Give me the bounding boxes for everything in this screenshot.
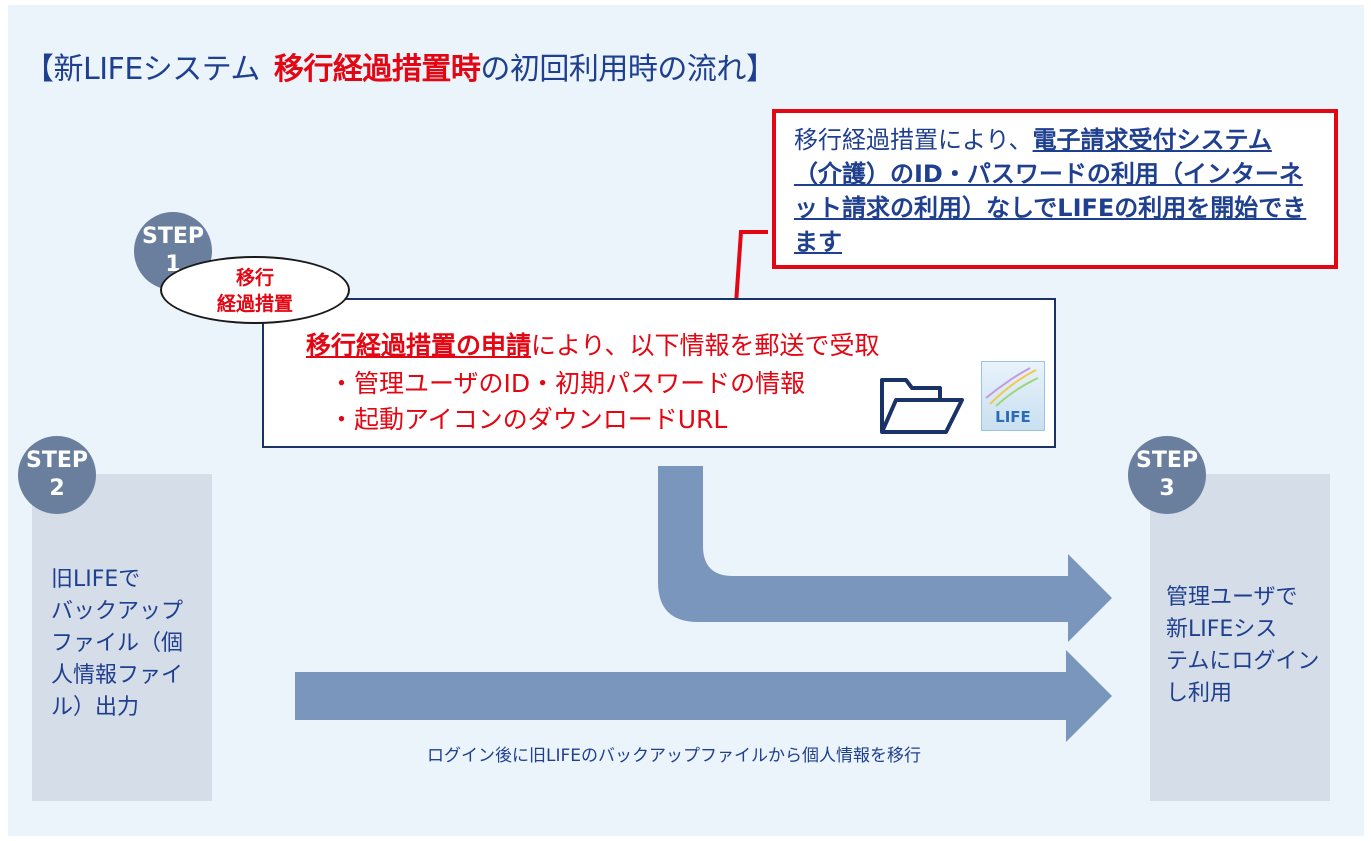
step3-panel <box>1150 474 1330 801</box>
step1-bullet-url: ・起動アイコンのダウンロードURL <box>329 405 728 434</box>
migration-caption: ログイン後に旧LIFEのバックアップファイルから個人情報を移行 <box>427 746 922 766</box>
step1-info-box <box>262 298 1056 448</box>
folder-icon <box>880 378 964 434</box>
step3-text: 管理ユーザで 新LIFEシス テムにログイン し利用 <box>1166 585 1320 706</box>
arrow-step1-to-step3 <box>658 466 1112 642</box>
title-highlight: 移行経過措置時 <box>273 52 481 87</box>
callout-text: 移行経過措置により、電子請求受付システム（介護）のID・パスワードの利用（インタ… <box>794 126 1307 256</box>
step2-panel <box>32 474 212 801</box>
callout-highlight: 電子請求受付システム（介護）のID・パスワードの利用（インターネット請求の利用）… <box>794 126 1307 256</box>
callout-box: 移行経過措置により、電子請求受付システム（介護）のID・パスワードの利用（インタ… <box>772 109 1338 269</box>
step1-application-line: 移行経過措置の申請により、以下情報を郵送で受取 <box>306 331 880 360</box>
page-title: 【新LIFEシステム移行経過措置時の初回利用時の流れ】 <box>24 52 776 87</box>
step1-bullet-id: ・管理ユーザのID・初期パスワードの情報 <box>329 369 806 398</box>
application-label: 移行経過措置の申請 <box>306 331 532 360</box>
callout-connector <box>733 230 768 319</box>
life-logo-icon: LIFE <box>981 361 1045 431</box>
step2-text: 旧LIFEで バックアップ ファイル（個 人情報ファイ ル）出力 <box>51 567 184 720</box>
arrow-step2-to-step3 <box>295 650 1112 742</box>
transition-measure-oval: 移行経過措置 <box>160 256 350 324</box>
